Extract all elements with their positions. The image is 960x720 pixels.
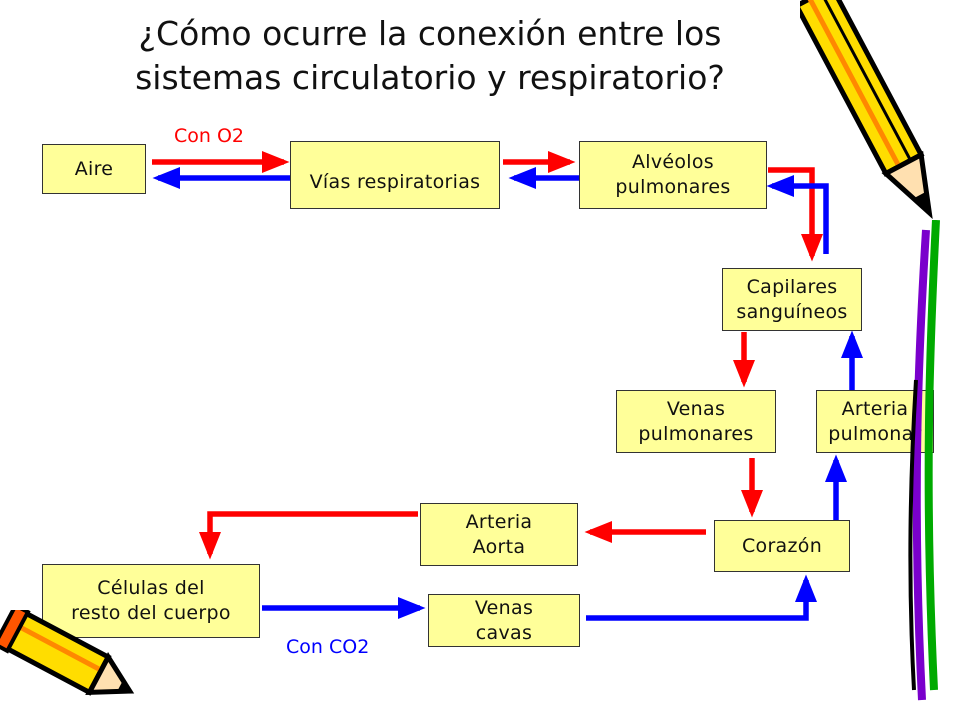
title-line-2: sistemas circulatorio y respiratorio? [135,58,725,97]
node-capilares-line-1: Capilares [746,275,838,298]
pencil-side-line [908,220,940,701]
pencil-icon-right [800,0,933,220]
page-title: ¿Cómo ocurre la conexión entre los siste… [70,12,790,100]
arrow-capilares-to-alveolos [766,175,829,254]
node-venas-cavas-line-1: Venas [474,596,534,619]
node-venas-pulmonares-line-1: Venas [666,397,726,420]
node-alveolos-line-2: pulmonares [615,176,731,198]
label-con-o2: Con O2 [174,125,245,147]
node-celulas-del-cuerpo: Células del resto del cuerpo [42,564,260,638]
node-corazon-label: Corazón [741,534,823,557]
node-vias-respiratorias: Vías respiratorias [290,141,500,209]
node-arteria-pulmonar-line-1: Arteria [841,397,909,420]
node-alveolos-pulmonares: Alvéolos pulmonares [579,141,767,209]
node-aire-label: Aire [74,157,114,180]
node-aorta-line-2: Aorta [472,535,526,558]
node-alveolos-line-1: Alvéolos [631,151,715,173]
title-line-1: ¿Cómo ocurre la conexión entre los [138,14,722,53]
node-aire: Aire [42,144,146,194]
arrow-aorta-to-celulas [199,511,418,560]
node-celulas-line-1: Células del [97,577,205,599]
node-aorta-line-1: Arteria [465,510,533,533]
node-vias-label: Vías respiratorias [309,170,481,193]
arrow-venas-cavas-to-corazon [586,574,817,621]
arrow-alveolos-to-capilares [768,167,823,262]
node-capilares-line-2: sanguíneos [736,300,848,323]
pencil-icon-left [0,610,135,696]
node-capilares-sanguineos: Capilares sanguíneos [722,268,862,331]
label-con-co2: Con CO2 [286,636,370,658]
node-arteria-aorta: Arteria Aorta [420,503,578,566]
node-venas-pulmonares-line-2: pulmonares [638,422,754,445]
node-venas-cavas-line-2: cavas [475,621,533,644]
node-venas-pulmonares: Venas pulmonares [616,390,776,453]
node-venas-cavas: Venas cavas [428,594,580,647]
node-arteria-pulmonar-line-2: pulmonar [828,422,922,445]
node-celulas-line-2: resto del cuerpo [71,602,231,624]
node-corazon: Corazón [714,520,850,572]
